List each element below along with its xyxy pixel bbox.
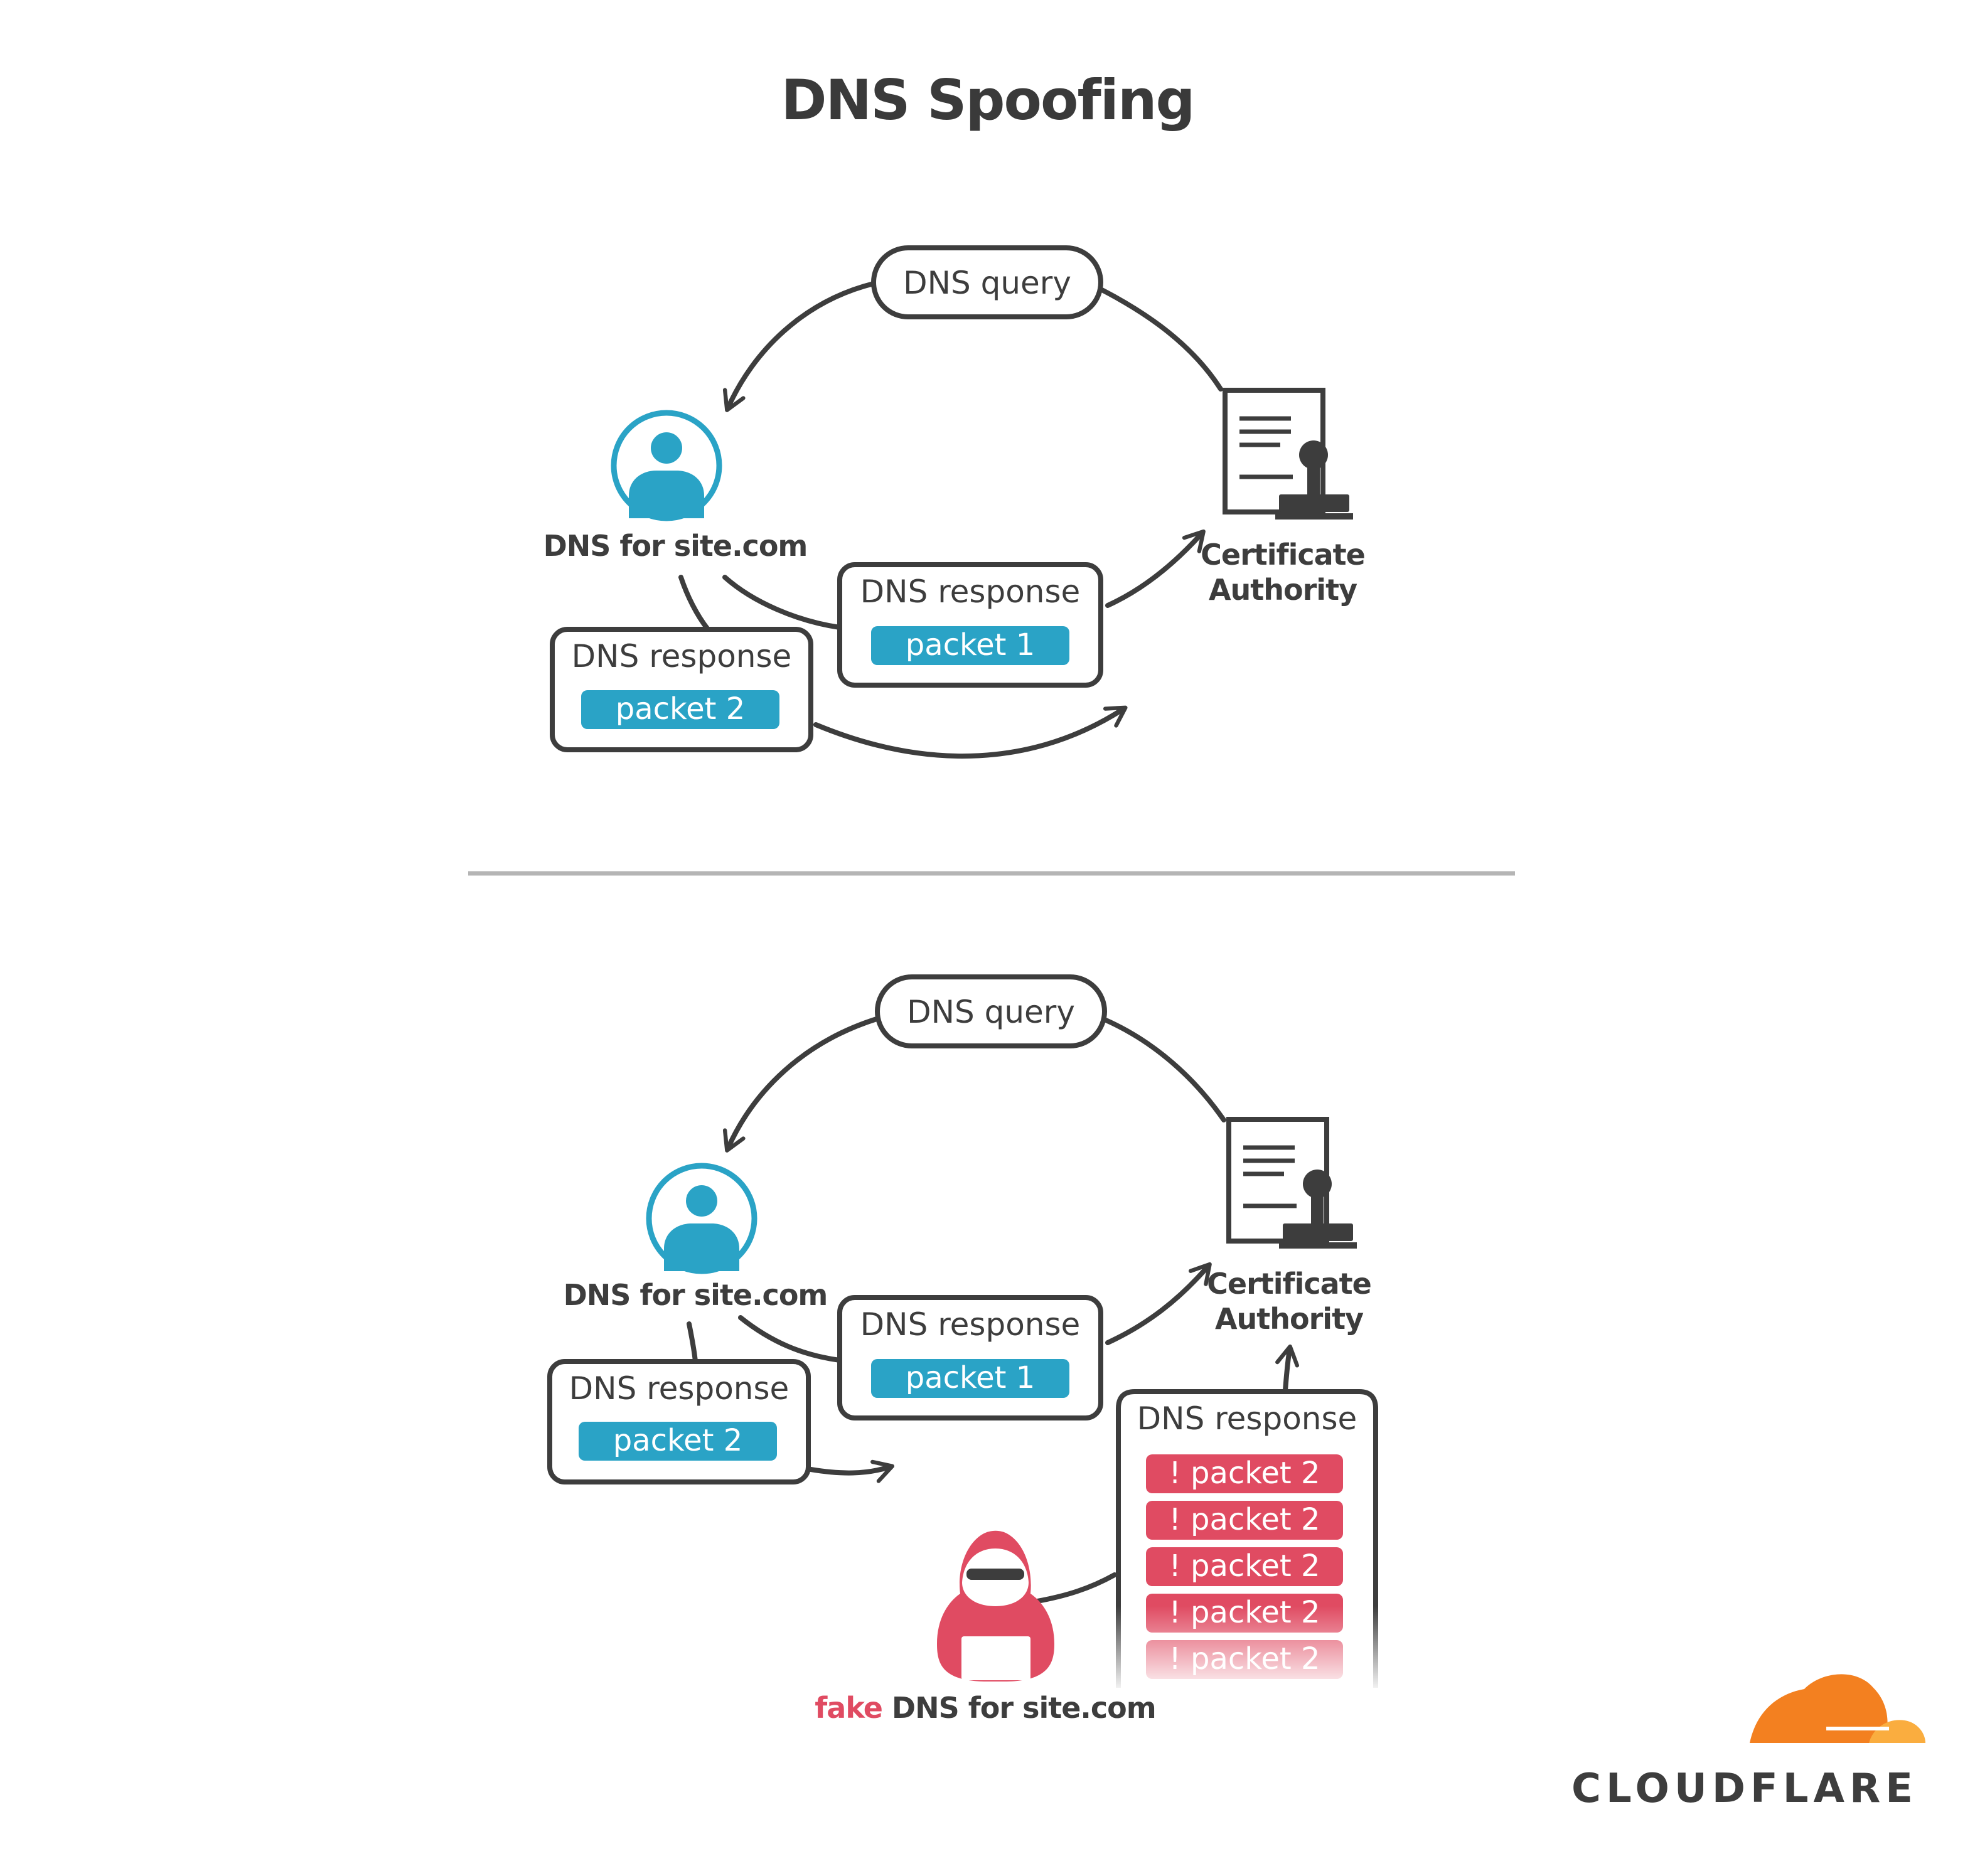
fake-packet-badge (1146, 1501, 1343, 1540)
bottom-line-user-to-response2 (687, 1321, 698, 1364)
bottom-arrow-response1-to-ca (1105, 1262, 1212, 1345)
certificate-stamp-icon (1223, 388, 1353, 520)
top-dns-response-2-box: DNS response packet 2 (550, 627, 813, 752)
attacker-label: fake DNS for site.com (815, 1691, 1155, 1725)
top-arrow-query-to-user (722, 281, 876, 412)
top-dns-query-label: DNS query (903, 265, 1071, 301)
bottom-arrow-response2-out (808, 1459, 895, 1483)
bottom-dns-response-1-box: DNS response packet 1 (837, 1295, 1103, 1420)
top-line-ca-to-query (1097, 286, 1223, 392)
cloudflare-logo: CLOUDFLARE (1571, 1674, 1930, 1812)
fake-packet-label: ! packet 2 (1169, 1456, 1320, 1491)
top-dns-response-1-box: DNS response packet 1 (837, 562, 1103, 688)
cloudflare-cloud-logo (1746, 1674, 1930, 1749)
hooded-hacker-icon (937, 1530, 1054, 1681)
certificate-stamp-icon (1226, 1117, 1357, 1249)
bottom-dns-response-2-box: DNS response packet 2 (547, 1359, 811, 1484)
top-packet-2-label: packet 2 (616, 691, 746, 727)
bottom-line-ca-to-query (1102, 1017, 1226, 1122)
bottom-packet-1-badge (871, 1359, 1069, 1398)
top-arrow-response2-out (813, 705, 1128, 759)
fake-dns-response-box: DNS response ! packet 2 ! packet 2 ! packe… (1111, 1389, 1384, 1694)
top-response-2-title: DNS response (572, 638, 792, 674)
attacker-label-rest: DNS for site.com (882, 1691, 1156, 1725)
bottom-packet-1-label: packet 1 (906, 1360, 1036, 1395)
fake-packet-label: ! packet 2 (1169, 1548, 1320, 1584)
bottom-arrow-query-to-user (722, 1016, 881, 1153)
top-user-label: DNS for site.com (543, 529, 808, 563)
top-arrow-response1-to-ca (1105, 529, 1206, 608)
user-icon (611, 410, 722, 521)
bottom-line-user-to-response1 (738, 1315, 842, 1363)
bottom-response-2-title: DNS response (569, 1370, 789, 1407)
bottom-ca-label-line2: Authority (1215, 1302, 1364, 1336)
top-dns-query-pill: DNS query (871, 245, 1103, 319)
bottom-ca-label-line1: Certificate (1207, 1267, 1371, 1301)
fake-packet-badge (1146, 1547, 1343, 1586)
bottom-dns-query-label: DNS query (907, 994, 1075, 1030)
fake-packet-badge (1146, 1454, 1343, 1493)
fake-packet-label: ! packet 2 (1169, 1502, 1320, 1537)
fade-overlay (1111, 1606, 1384, 1694)
page-title: DNS Spoofing (781, 68, 1195, 132)
attacker-label-fake: fake (815, 1691, 882, 1725)
top-line-user-to-response2 (678, 575, 710, 632)
top-packet-1-badge (871, 626, 1069, 665)
bottom-line-attacker-to-fake (1024, 1572, 1117, 1606)
bottom-response-1-title: DNS response (860, 1306, 1081, 1343)
top-ca-label-line1: Certificate (1201, 538, 1365, 572)
top-line-user-to-response1 (722, 575, 842, 630)
bottom-packet-2-badge (579, 1422, 777, 1461)
top-packet-2-badge (581, 690, 779, 729)
fake-response-title: DNS response (1137, 1400, 1357, 1437)
user-icon (646, 1163, 757, 1274)
top-diagram: DNS query DNS for site.com Ce (543, 245, 1366, 759)
top-packet-1-label: packet 1 (906, 627, 1036, 663)
bottom-packet-2-label: packet 2 (613, 1423, 743, 1458)
bottom-arrow-fake-to-ca (1275, 1344, 1300, 1393)
bottom-dns-query-pill: DNS query (875, 974, 1107, 1048)
top-ca-label-line2: Authority (1209, 573, 1357, 607)
cloudflare-wordmark: CLOUDFLARE (1571, 1766, 1918, 1812)
bottom-diagram: DNS query DNS for site.com Ce (547, 974, 1384, 1725)
bottom-user-label: DNS for site.com (564, 1278, 828, 1312)
top-response-1-title: DNS response (860, 573, 1081, 610)
